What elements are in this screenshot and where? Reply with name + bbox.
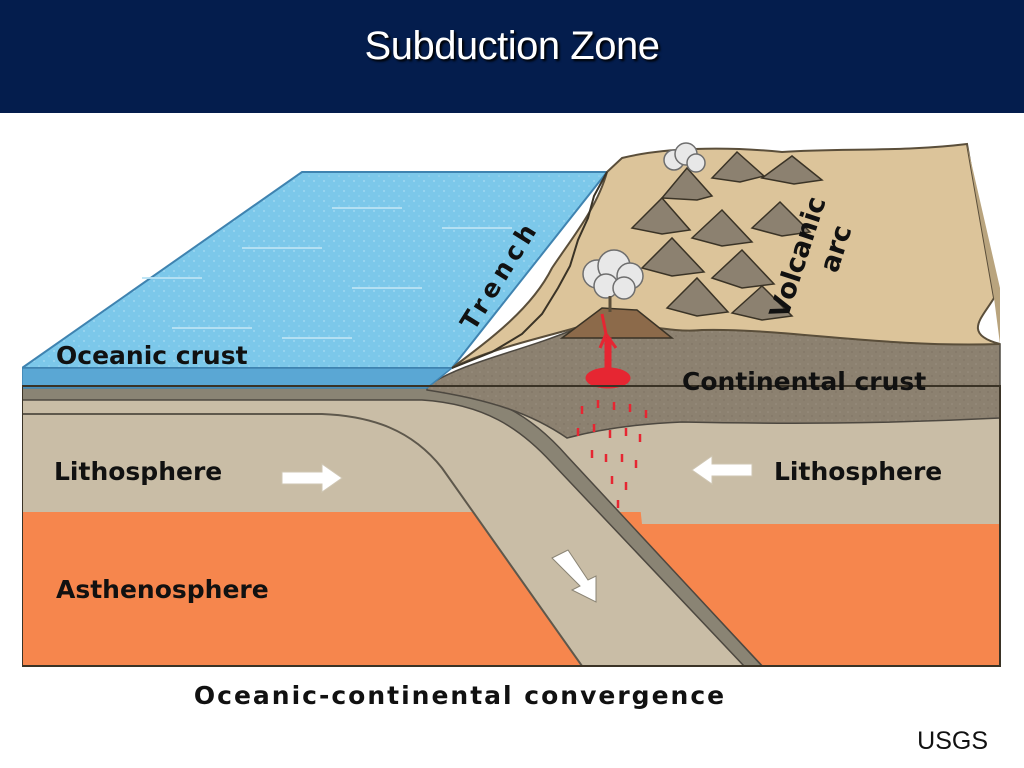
ocean-front (22, 367, 455, 389)
land-surface (451, 142, 1001, 369)
ash-cloud-small (663, 142, 706, 173)
label-lithosphere-left: Lithosphere (54, 457, 222, 486)
label-continental-crust: Continental crust (682, 367, 926, 396)
mountain-ridges (630, 150, 824, 321)
arrow-right (281, 463, 343, 493)
magma-chamber (585, 313, 631, 389)
title-bar (0, 0, 1024, 113)
diagram-caption: Oceanic-continental convergence (193, 681, 727, 710)
label-lithosphere-right: Lithosphere (774, 457, 942, 486)
wave-streaks (142, 207, 512, 339)
slide-title: Subduction Zone (364, 24, 660, 68)
source-credit: USGS (917, 727, 988, 755)
continental-lithosphere (632, 410, 1000, 524)
arrow-left (691, 455, 753, 485)
label-asthenosphere: Asthenosphere (56, 575, 269, 604)
volcano-cone (559, 307, 675, 339)
arrow-down-slab (551, 549, 597, 603)
label-oceanic-crust: Oceanic crust (56, 341, 248, 370)
block-outline (22, 385, 1001, 667)
ash-cloud-main (582, 249, 644, 300)
trench-coast (451, 171, 608, 369)
subduction-diagram: Oceanic crust Trench Volcanic arc Contin… (22, 138, 1002, 668)
magma-droplets (576, 400, 648, 508)
